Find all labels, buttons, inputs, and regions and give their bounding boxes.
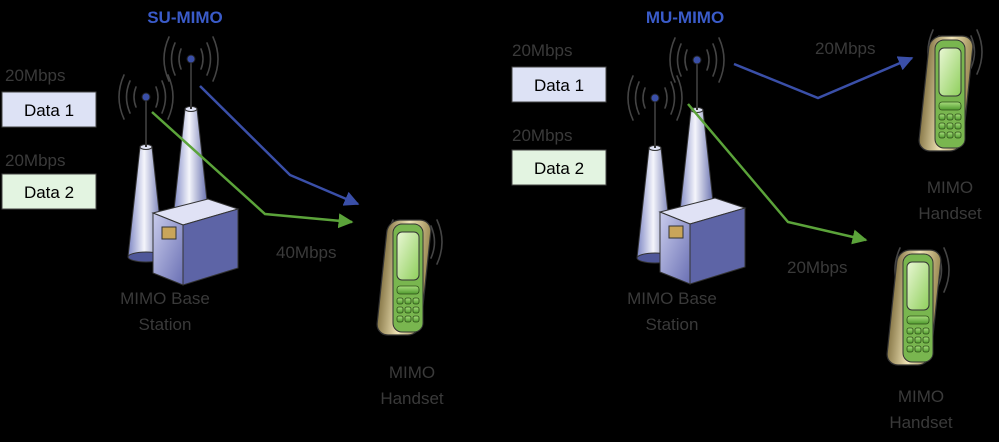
su-base-station-label-line1: MIMO Base xyxy=(120,289,210,308)
mu-data2-label: Data 2 xyxy=(534,159,584,178)
su-mimo-panel: SU-MIMO 20Mbps Data 1 20Mbps Data 2 MIMO… xyxy=(1,8,444,408)
su-data2-label: Data 2 xyxy=(24,183,74,202)
mobile-handset-icon xyxy=(917,35,975,152)
antenna-tower-icon xyxy=(172,54,210,225)
su-data1-box: Data 1 xyxy=(1,91,97,128)
su-handset-label-line1: MIMO xyxy=(389,363,435,382)
mu-handset1-label-line2: Handset xyxy=(918,204,982,223)
mu-data1-rate: 20Mbps xyxy=(512,41,572,60)
su-data1-label: Data 1 xyxy=(24,101,74,120)
mu-handset1-label-line1: MIMO xyxy=(927,178,973,197)
mu-handset-1 xyxy=(917,29,983,152)
su-mimo-title: SU-MIMO xyxy=(147,8,223,27)
mu-data1-box: Data 1 xyxy=(511,66,607,103)
su-base-station xyxy=(118,36,239,286)
mu-handset2-rate: 20Mbps xyxy=(787,258,847,277)
su-combined-rate: 40Mbps xyxy=(276,243,336,262)
mu-handset-2 xyxy=(885,247,950,366)
mu-mimo-title: MU-MIMO xyxy=(646,8,724,27)
su-data2-box: Data 2 xyxy=(1,173,97,210)
su-handset-label-line2: Handset xyxy=(380,389,444,408)
mu-green-stream-arrow xyxy=(687,103,868,245)
mu-data1-label: Data 1 xyxy=(534,76,584,95)
su-handset xyxy=(375,219,443,336)
mu-data2-box: Data 2 xyxy=(511,149,607,186)
mobile-handset-icon xyxy=(375,219,433,336)
mu-base-station-label-line1: MIMO Base xyxy=(627,289,717,308)
mu-handset2-label-line2: Handset xyxy=(889,413,953,432)
mu-handset1-rate: 20Mbps xyxy=(815,39,875,58)
mu-base-station-label-line2: Station xyxy=(646,315,699,334)
mu-data2-rate: 20Mbps xyxy=(512,126,572,145)
mu-mimo-panel: MU-MIMO 20Mbps Data 1 20Mbps Data 2 MIMO… xyxy=(511,8,983,432)
base-station-box-icon xyxy=(152,198,239,286)
mu-blue-stream-arrow xyxy=(733,56,914,100)
mu-base-station xyxy=(627,37,746,285)
su-base-station-label-line2: Station xyxy=(139,315,192,334)
su-green-stream-arrow xyxy=(151,111,354,229)
su-data2-rate: 20Mbps xyxy=(5,151,65,170)
su-blue-stream-arrow xyxy=(199,85,360,206)
su-data1-rate: 20Mbps xyxy=(5,66,65,85)
base-station-box-icon xyxy=(659,197,746,285)
mu-handset2-label-line1: MIMO xyxy=(898,387,944,406)
